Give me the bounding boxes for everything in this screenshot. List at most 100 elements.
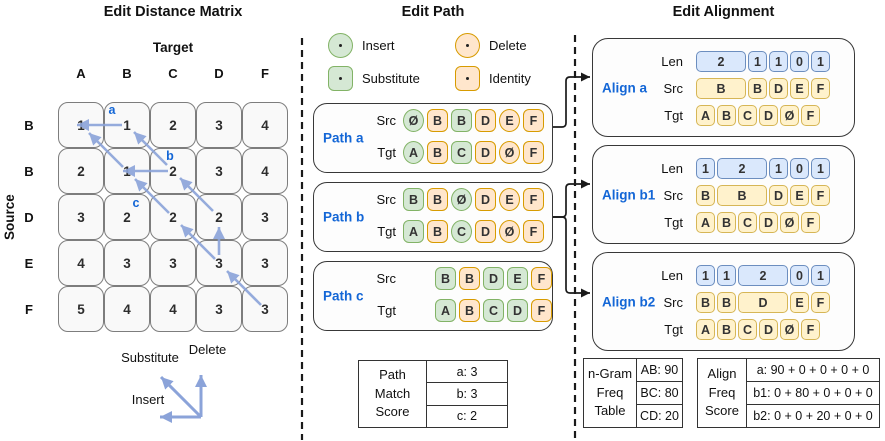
path-c-src-token-3: E (507, 267, 528, 290)
matrix-cell-2-4: 3 (242, 194, 288, 240)
path-a-src-token-3: D (475, 109, 496, 132)
align-b2-label: Align b2 (602, 294, 656, 309)
edit-path-title: Edit Path (401, 4, 465, 20)
align-a-src-cell-1: B (748, 78, 767, 99)
align-a-src-cell-0: B (696, 78, 746, 99)
path-b-tgt-token-1: B (427, 220, 448, 243)
matrix-cell-1-0: 2 (58, 148, 104, 194)
legend-dot (339, 44, 342, 47)
path-a-tgt-token-3: D (475, 141, 496, 164)
align-b1-len-cell-2: 1 (769, 158, 788, 179)
matrix-path-a-label: a (108, 103, 116, 117)
path-a-tgt-label: Tgt (377, 145, 396, 160)
path-a-src-label: Src (376, 113, 397, 128)
matrix-cell-4-3: 3 (196, 286, 242, 332)
align-b2-src-cell-2: D (738, 292, 788, 313)
path-a-src-token-4: E (499, 109, 520, 132)
align-b1-tgt-label: Tgt (664, 215, 683, 230)
align-b2-src-cell-4: F (811, 292, 830, 313)
align-freq-score-row-2: b2: 0 + 0 + 20 + 0 + 0 (747, 404, 879, 427)
align-b1-tgt-cell-1: B (717, 212, 736, 233)
align-b1-len-cell-3: 0 (790, 158, 809, 179)
path-a-src-token-1: B (427, 109, 448, 132)
matrix-cell-0-4: 4 (242, 102, 288, 148)
legend-dot (466, 44, 469, 47)
align-b2-src-cell-3: E (790, 292, 809, 313)
ngram-freq-row-2: CD: 20 (637, 404, 682, 427)
path-c-src-token-1: B (459, 267, 480, 290)
matrix-cell-3-2: 3 (150, 240, 196, 286)
align-b2-len-cell-4: 1 (811, 265, 830, 286)
align-a-label: Align a (602, 80, 648, 95)
path-a-tgt-token-5: F (523, 141, 544, 164)
legend-label-identity: Identity (489, 71, 531, 86)
legend-dot (339, 77, 342, 80)
align-a-src-cell-4: F (811, 78, 830, 99)
matrix-col-header-C: C (168, 66, 178, 81)
target-axis-label: Target (152, 40, 194, 55)
align-a-src-cell-3: E (790, 78, 809, 99)
align-b2-len-cell-3: 0 (790, 265, 809, 286)
path-b-tgt-token-5: F (523, 220, 544, 243)
path-match-score-row-1: b: 3 (427, 382, 507, 404)
matrix-cell-2-1: 2 (104, 194, 150, 240)
align-a-len-cell-1: 1 (748, 51, 767, 72)
path-b-src-token-5: F (523, 188, 544, 211)
legend-item-insert: Insert (328, 33, 395, 58)
path-to-align-connectors (553, 72, 590, 298)
align-b2-len-cell-2: 2 (738, 265, 788, 286)
align-b2-len-label: Len (661, 268, 683, 283)
align-a-tgt-cell-4: Ø (780, 105, 799, 126)
path-b-src-label: Src (376, 192, 397, 207)
connector-path-a-to-align-a (553, 72, 590, 128)
matrix-col-header-D: D (214, 66, 224, 81)
path-b-tgt-token-0: A (403, 220, 424, 243)
align-freq-score-header: Align Freq Score (698, 359, 747, 427)
matrix-cell-1-4: 4 (242, 148, 288, 194)
path-b-tgt-token-3: D (475, 220, 496, 243)
substitute-move-label: Substitute (121, 350, 179, 365)
matrix-path-c-label: c (132, 196, 140, 210)
edit-alignment-title: Edit Alignment (672, 4, 775, 20)
align-b2-src-cell-1: B (717, 292, 736, 313)
connector-path-b-to-align-b2 (553, 216, 590, 298)
path-b-tgt-token-4: Ø (499, 220, 520, 243)
matrix-cell-3-4: 3 (242, 240, 288, 286)
path-match-score-row-2: c: 2 (427, 404, 507, 427)
legend-item-identity: Identity (455, 66, 531, 91)
matrix-cell-0-0: 1 (58, 102, 104, 148)
path-a-tgt-token-2: C (451, 141, 472, 164)
align-b1-src-cell-3: E (790, 185, 809, 206)
align-b1-len-label: Len (661, 161, 683, 176)
align-a-len-cell-0: 2 (696, 51, 746, 72)
path-c-tgt-token-4: F (531, 299, 552, 322)
legend-label-delete: Delete (489, 38, 527, 53)
align-b2-src-label: Src (663, 295, 684, 310)
matrix-cell-1-1: 1 (104, 148, 150, 194)
align-freq-score-row-0: a: 90 + 0 + 0 + 0 + 0 (756, 363, 870, 377)
align-b1-len-cell-1: 2 (717, 158, 767, 179)
delete-circle-icon (455, 33, 480, 58)
align-b2-len-cell-1: 1 (717, 265, 736, 286)
align-b2-len-cell-0: 1 (696, 265, 715, 286)
matrix-cell-3-1: 3 (104, 240, 150, 286)
path-match-score-row-0: a: 3 (456, 364, 478, 379)
align-a-len-cell-4: 1 (811, 51, 830, 72)
insert-circle-icon (328, 33, 353, 58)
matrix-cell-0-2: 2 (150, 102, 196, 148)
path-a-src-token-5: F (523, 109, 544, 132)
align-b1-tgt-cell-3: D (759, 212, 778, 233)
